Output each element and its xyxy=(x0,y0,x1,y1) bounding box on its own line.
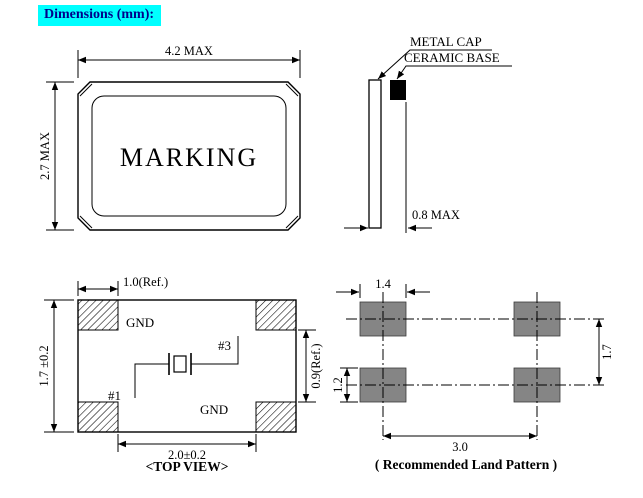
top-view: GND #3 #1 GND 1.0(Ref.) 1.7 ±0 xyxy=(37,275,323,474)
front-width-dimension: 4.2 MAX xyxy=(77,44,301,78)
pad-gap-dimension: 0.9(Ref.) xyxy=(298,329,323,403)
pad-bottom-left xyxy=(77,401,119,433)
front-width-dim-text: 4.2 MAX xyxy=(165,44,213,58)
package-outline xyxy=(77,81,301,231)
pin3-label: #3 xyxy=(218,338,231,353)
land-row-pitch-dimension: 1.7 xyxy=(595,319,614,385)
pad-width-dimension: 1.0(Ref.) xyxy=(77,275,168,296)
front-height-dimension: 2.7 MAX xyxy=(38,81,74,231)
metal-cap-profile xyxy=(368,79,382,229)
land-pattern-caption: ( Recommended Land Pattern ) xyxy=(375,457,557,472)
land-pad-height-dim-text: 1.2 xyxy=(331,377,345,393)
crystal-lead-pin3 xyxy=(191,336,239,365)
front-view: 4.2 MAX 2.7 MAX MARKING xyxy=(38,44,301,231)
gnd-bottom-label: GND xyxy=(200,402,228,417)
marking-area-outline xyxy=(91,95,287,217)
land-row-pitch-dim-text: 1.7 xyxy=(600,344,614,360)
thickness-dimension: 0.8 MAX xyxy=(344,102,460,233)
pad-width-dim-text: 1.0(Ref.) xyxy=(123,275,168,289)
front-height-dim-text: 2.7 MAX xyxy=(38,132,52,180)
crystal-lead-pin1 xyxy=(134,363,169,398)
pad-pitch-dim-text: 2.0±0.2 xyxy=(168,448,206,462)
thickness-dim-text: 0.8 MAX xyxy=(412,208,460,222)
land-pad-width-dimension: 1.4 xyxy=(336,277,430,298)
section-title: Dimensions (mm): xyxy=(38,5,162,26)
corner-castellations xyxy=(79,83,299,229)
crystal-symbol xyxy=(134,336,239,398)
ceramic-base-label: CERAMIC BASE xyxy=(404,50,500,65)
body-height-dim-text: 1.7 ±0.2 xyxy=(37,345,51,386)
pad-top-left xyxy=(77,299,119,331)
land-pad-height-dimension: 1.2 xyxy=(331,367,358,403)
pad-gap-dim-text: 0.9(Ref.) xyxy=(309,343,323,388)
ceramic-base-leader-line xyxy=(396,65,512,80)
land-pattern: 1.4 1.2 1.7 3.0 ( Recommended Land Patte… xyxy=(331,277,614,472)
pad-top-right xyxy=(255,299,297,331)
body-height-dimension: 1.7 ±0.2 xyxy=(37,299,74,433)
land-pad-width-dim-text: 1.4 xyxy=(375,277,391,291)
metal-cap-label: METAL CAP xyxy=(410,34,482,49)
metal-cap-leader-line xyxy=(377,49,492,80)
ceramic-base-profile xyxy=(390,80,406,100)
pad-pitch-dimension: 2.0±0.2 xyxy=(117,434,257,462)
land-column-pitch-dimension: 3.0 xyxy=(383,432,537,454)
pin1-label: #1 xyxy=(108,388,121,403)
pad-bottom-right xyxy=(255,401,297,433)
top-view-caption: <TOP VIEW> xyxy=(146,459,229,474)
marking-text: MARKING xyxy=(120,143,258,172)
land-column-pitch-dim-text: 3.0 xyxy=(452,440,468,454)
gnd-top-label: GND xyxy=(126,315,154,330)
centerlines xyxy=(346,292,604,440)
side-view: METAL CAP CERAMIC BASE 0.8 MAX xyxy=(344,34,512,233)
